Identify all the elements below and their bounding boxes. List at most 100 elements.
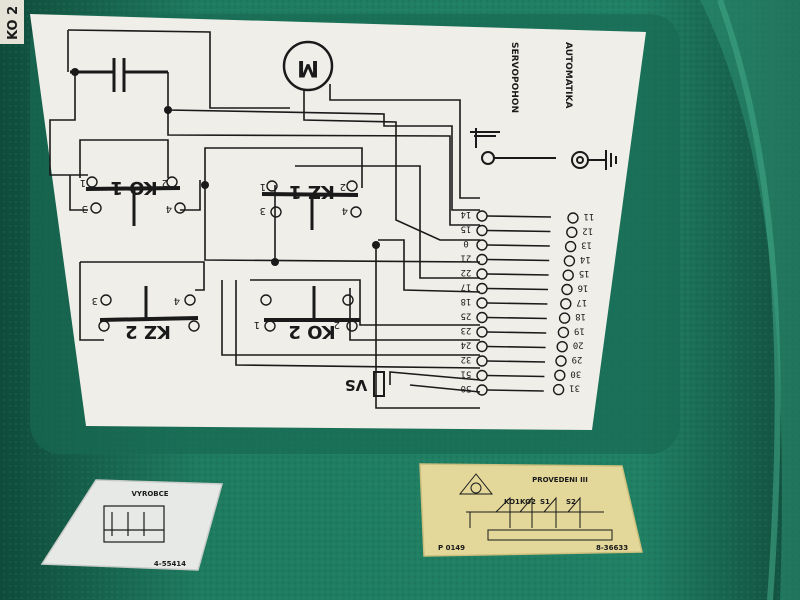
right-terminal	[558, 312, 571, 324]
svg-text:S1: S1	[540, 498, 550, 506]
right-terminal-label: 31	[569, 383, 580, 393]
wiring-diagram-card: M	[30, 14, 646, 430]
svg-text:1: 1	[80, 177, 86, 188]
terminal-links	[486, 215, 552, 392]
left-terminal-label: 18	[461, 296, 472, 306]
ground-symbols	[470, 128, 617, 170]
svg-text:4: 4	[174, 295, 180, 306]
svg-text:VS: VS	[345, 376, 367, 394]
right-terminal-label: 13	[581, 240, 592, 250]
left-terminal-label: 14	[461, 209, 472, 219]
right-terminal	[554, 369, 566, 381]
wiring-lines	[49, 29, 481, 409]
terminal-link	[486, 229, 551, 233]
svg-text:M: M	[297, 55, 319, 80]
left-terminal-label: 21	[461, 253, 472, 263]
svg-text:KZ 1: KZ 1	[289, 181, 335, 202]
right-terminal	[561, 283, 573, 296]
right-terminal-label: 19	[574, 325, 585, 335]
terminal-link	[486, 331, 547, 334]
terminal-link	[486, 244, 550, 247]
corner-label: KO 2	[0, 0, 24, 44]
svg-text:2: 2	[340, 181, 346, 192]
left-terminal-label: 32	[461, 354, 472, 364]
svg-text:KZ 2: KZ 2	[125, 321, 171, 342]
terminal-link	[486, 316, 547, 320]
motor-symbol: M	[282, 40, 334, 92]
svg-text:8-36633: 8-36633	[596, 544, 628, 552]
right-terminal	[566, 226, 578, 239]
svg-text:1: 1	[260, 181, 266, 192]
right-terminal-label: 17	[576, 297, 587, 307]
svg-text:PROVEDENI III: PROVEDENI III	[532, 476, 588, 484]
svg-text:4-55414: 4-55414	[154, 560, 186, 568]
terminal-link	[486, 273, 549, 276]
terminal-link	[486, 215, 552, 218]
right-terminal	[563, 255, 576, 267]
svg-text:1: 1	[254, 319, 260, 330]
terminal-strip-right: 11 12 13 14 15 16 17 18 19 20 29 30 31	[552, 211, 595, 396]
left-terminal-label: 23	[461, 325, 472, 335]
switch-kz1: KZ 1 1 2 3 4	[260, 180, 362, 230]
right-terminal-label: 20	[573, 340, 584, 350]
svg-text:4: 4	[342, 205, 348, 216]
svg-text:3: 3	[92, 295, 98, 306]
left-terminal-label: 22	[461, 267, 472, 277]
svg-text:4: 4	[166, 203, 172, 214]
switch-ko2: KO 2 1 2	[254, 286, 360, 342]
right-terminal-label: 29	[572, 354, 583, 364]
right-terminal-label: 18	[575, 311, 586, 321]
resistor-vs: VS	[345, 371, 385, 397]
right-terminal-label: 12	[582, 225, 593, 235]
svg-text:KO 2: KO 2	[288, 321, 335, 342]
right-terminal	[552, 383, 565, 396]
right-terminal	[556, 341, 568, 353]
left-terminal-label: 0	[463, 238, 468, 248]
plate-left: VYROBCE 4-55414	[40, 479, 223, 571]
terminal-link	[486, 345, 546, 349]
terminal-link	[486, 374, 545, 378]
left-terminal-label: 25	[461, 311, 472, 321]
right-terminal-label: 15	[579, 268, 590, 278]
terminal-link	[486, 287, 549, 291]
svg-text:KO2: KO2	[520, 498, 536, 506]
right-terminal-label: 30	[570, 368, 581, 378]
svg-text:2: 2	[334, 319, 340, 330]
terminal-link	[486, 258, 550, 262]
right-terminal-label: 11	[584, 211, 595, 221]
label-automatika: AUTOMATIKA	[563, 42, 573, 108]
left-terminal-label: 15	[461, 224, 472, 234]
label-servopohon: SERVOPOHON	[509, 42, 519, 113]
svg-text:KO 2: KO 2	[6, 6, 21, 40]
housing-rim	[700, 0, 800, 600]
right-terminal-label: 14	[580, 254, 591, 264]
plate-right: PROVEDENI III KO1 KO2 S1 S2 P 0149 8-366…	[419, 463, 643, 557]
junction-dots	[71, 68, 380, 266]
svg-text:P 0149: P 0149	[438, 544, 465, 552]
switch-ko1: KO 1 1 2 3 4	[80, 176, 186, 226]
switch-kz2: KZ 2 3 4	[92, 286, 200, 342]
svg-text:KO 1: KO 1	[110, 177, 157, 198]
terminal-strip-left: 14 15 0 21 22 17 18 25 23 24 32 51 50	[461, 209, 488, 396]
svg-text:VYROBCE: VYROBCE	[131, 490, 168, 498]
terminal-link	[486, 302, 548, 305]
svg-text:S2: S2	[566, 498, 576, 506]
left-terminal-label: 50	[461, 383, 472, 393]
left-terminal-label: 51	[461, 369, 472, 379]
left-terminal-label: 24	[461, 340, 472, 350]
right-terminal	[560, 298, 572, 310]
right-terminal	[557, 326, 570, 339]
svg-text:3: 3	[82, 203, 88, 214]
terminal-link	[486, 389, 544, 392]
right-terminal	[555, 355, 567, 367]
right-terminal	[567, 212, 579, 224]
svg-text:2: 2	[162, 177, 168, 188]
terminal-link	[486, 360, 546, 363]
right-terminal-label: 16	[578, 283, 589, 293]
right-terminal	[562, 269, 574, 281]
svg-text:3: 3	[260, 205, 266, 216]
left-terminal-label: 17	[461, 282, 472, 292]
svg-text:KO1: KO1	[504, 498, 520, 506]
right-terminal	[564, 240, 577, 253]
